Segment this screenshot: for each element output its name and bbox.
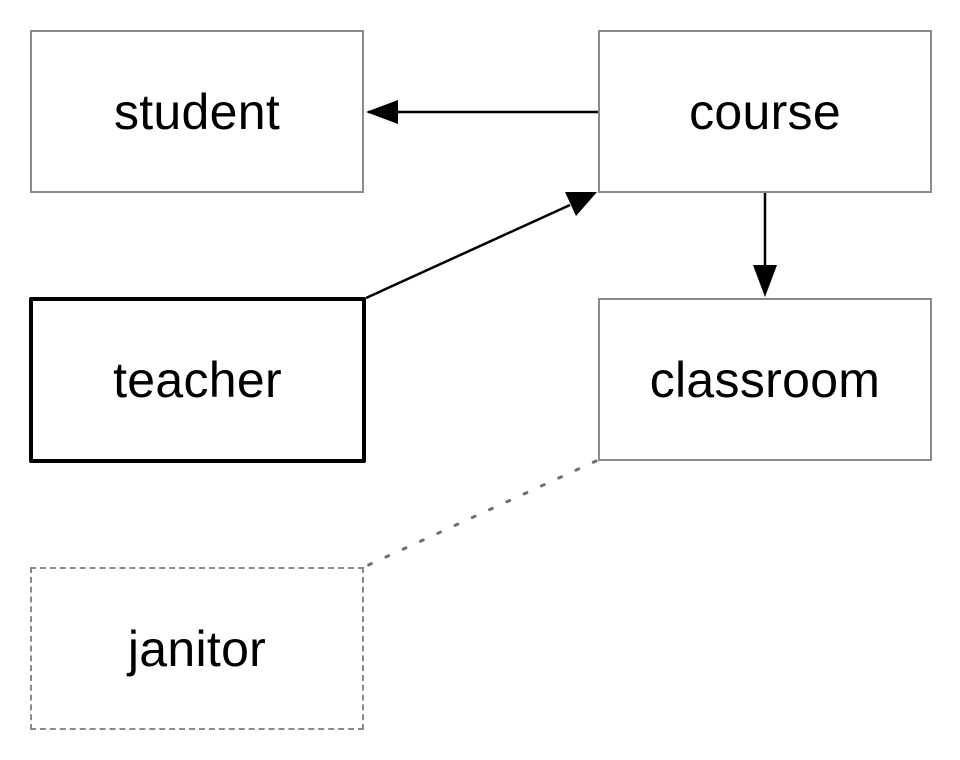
node-student-label: student bbox=[113, 83, 281, 140]
arrowhead-classroom bbox=[753, 265, 777, 297]
node-course-label: course bbox=[689, 83, 841, 140]
node-janitor-label: janitor bbox=[127, 620, 267, 677]
edge-teacher-to-course bbox=[365, 203, 571, 300]
arrowhead-course bbox=[565, 192, 597, 216]
edge-classroom-to-janitor bbox=[362, 459, 598, 569]
node-janitor[interactable]: janitor bbox=[30, 567, 364, 730]
node-teacher[interactable]: teacher bbox=[29, 297, 366, 463]
node-classroom-label: classroom bbox=[649, 351, 881, 408]
arrowhead-student bbox=[366, 100, 398, 124]
node-teacher-label: teacher bbox=[113, 352, 282, 408]
node-classroom[interactable]: classroom bbox=[598, 298, 932, 461]
node-student[interactable]: student bbox=[30, 30, 364, 193]
node-course[interactable]: course bbox=[598, 30, 932, 193]
